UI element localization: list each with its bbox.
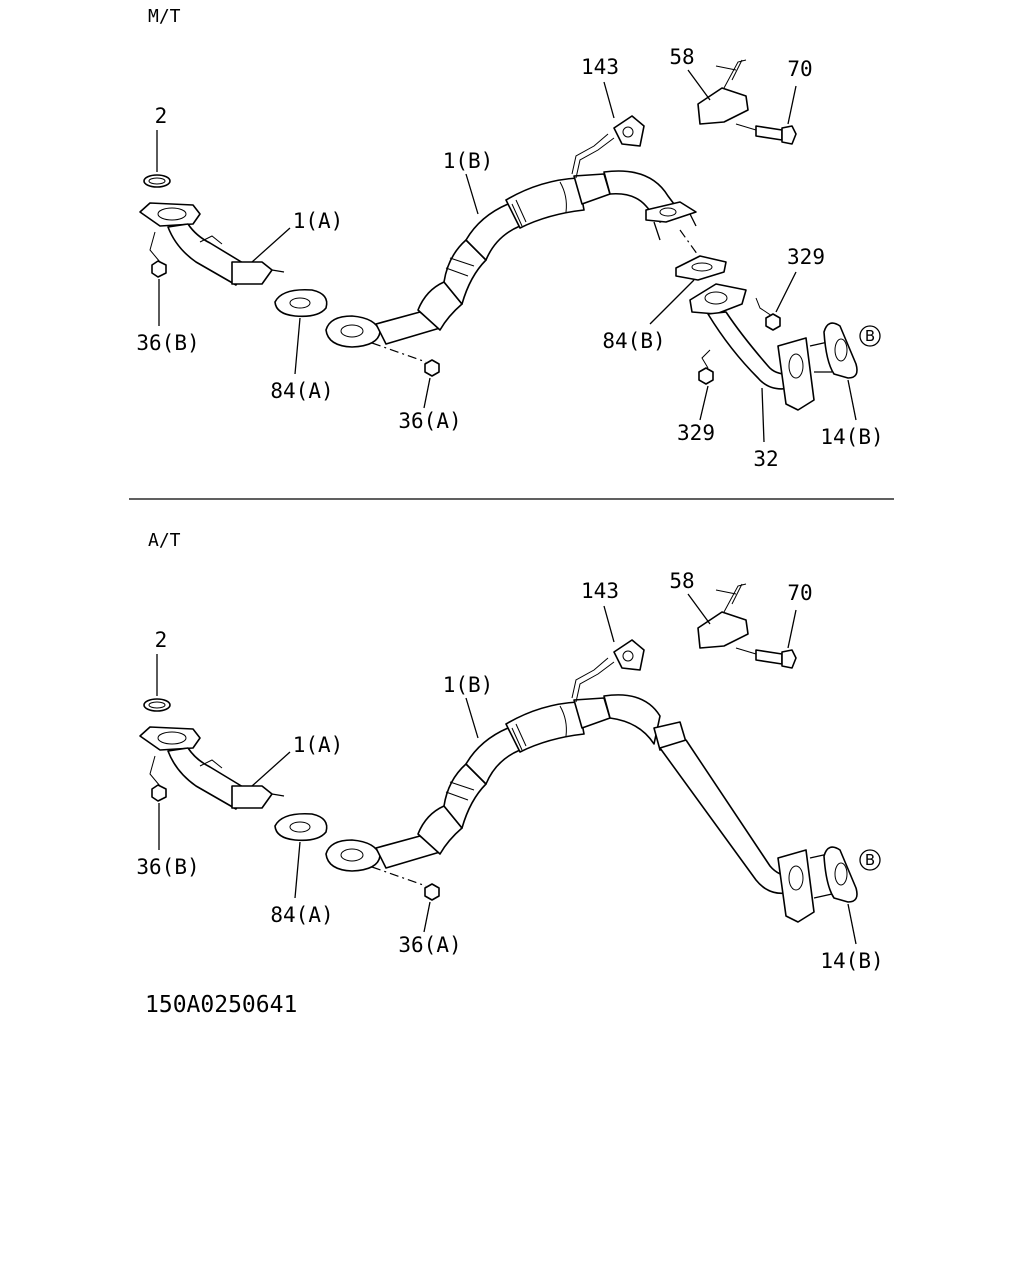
label-part-2: 2 — [155, 104, 168, 128]
reference-b-marker — [859, 849, 881, 871]
label-part-2: 2 — [155, 628, 168, 652]
nut-36a — [424, 883, 440, 901]
label-part-1a: 1(A) — [293, 733, 344, 757]
gasket-84a — [274, 288, 328, 318]
label-part-329-upper: 329 — [787, 245, 825, 269]
label-part-58: 58 — [669, 45, 694, 69]
nut-36b — [151, 784, 167, 802]
label-part-84a: 84(A) — [270, 903, 333, 927]
label-part-143: 143 — [581, 55, 619, 79]
label-part-36a: 36(A) — [398, 409, 461, 433]
reference-b-letter: B — [865, 851, 875, 869]
reference-b-letter: B — [865, 327, 875, 345]
reference-b-marker — [859, 325, 881, 347]
label-part-1b: 1(B) — [443, 149, 494, 173]
bolt-70 — [755, 649, 783, 665]
label-part-70: 70 — [787, 57, 812, 81]
hanger-143 — [613, 639, 645, 671]
gasket-14b — [823, 846, 858, 903]
front-pipe-1a — [139, 202, 285, 286]
gasket-84a — [274, 812, 328, 842]
label-part-70: 70 — [787, 581, 812, 605]
label-part-14b: 14(B) — [820, 949, 883, 973]
main-pipe-1b — [325, 694, 833, 923]
bracket-58 — [697, 87, 749, 125]
label-part-143: 143 — [581, 579, 619, 603]
at-section-title: A/T — [148, 530, 181, 551]
mt-section: M/T 2 1(A) 36(B) 84(A) — [136, 6, 883, 471]
mt-section-title: M/T — [148, 6, 181, 27]
gasket-ring-2 — [143, 698, 171, 712]
nut-36a — [424, 359, 440, 377]
label-part-32: 32 — [753, 447, 778, 471]
label-part-84b: 84(B) — [602, 329, 665, 353]
bracket-58 — [697, 611, 749, 649]
at-section: A/T 2 1(A) 36(B) 84(A) — [136, 530, 883, 973]
gasket-14b — [823, 322, 858, 379]
drawing-code: 150A0250641 — [145, 992, 297, 1018]
label-part-36b: 36(B) — [136, 331, 199, 355]
label-part-1a: 1(A) — [293, 209, 344, 233]
rear-pipe-32 — [689, 283, 832, 411]
main-pipe-1b — [325, 170, 697, 348]
label-part-84a: 84(A) — [270, 379, 333, 403]
label-part-329-lower: 329 — [677, 421, 715, 445]
label-part-1b: 1(B) — [443, 673, 494, 697]
front-pipe-1a — [139, 726, 285, 810]
hanger-143 — [613, 115, 645, 147]
bolt-70 — [755, 125, 783, 141]
label-part-36b: 36(B) — [136, 855, 199, 879]
nut-329-upper — [765, 313, 781, 331]
label-part-58: 58 — [669, 569, 694, 593]
label-part-36a: 36(A) — [398, 933, 461, 957]
nut-329-lower — [698, 367, 714, 385]
nut-36b — [151, 260, 167, 278]
gasket-ring-2 — [143, 174, 171, 188]
gasket-84b — [675, 255, 727, 281]
label-part-14b: 14(B) — [820, 425, 883, 449]
